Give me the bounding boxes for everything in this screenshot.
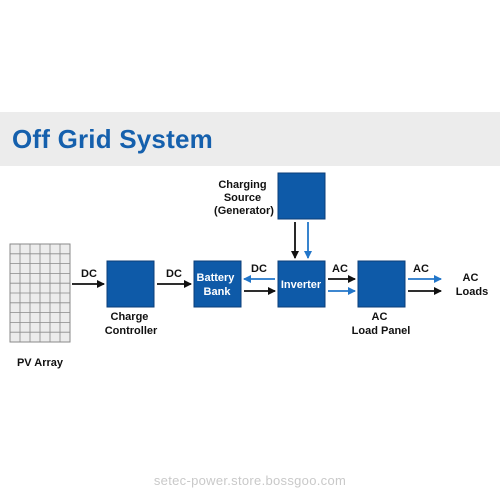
charging-source-label: Charging Source (Generator) xyxy=(214,179,274,217)
edge-label-pv-dc: DC xyxy=(81,268,97,280)
charging-source-box xyxy=(277,172,326,220)
charge-controller-box xyxy=(106,260,155,308)
charge-controller-label: Charge Controller xyxy=(105,311,158,337)
pv-array-panel xyxy=(9,243,71,343)
battery-bank-label: Battery Bank xyxy=(197,272,238,298)
inverter-box xyxy=(277,260,326,308)
edge-label-inverter-dc: DC xyxy=(251,263,267,275)
title-band xyxy=(0,112,500,166)
ac-load-panel-label: AC Load Panel xyxy=(352,311,411,337)
ac-load-panel-box xyxy=(357,260,406,308)
edge-label-inverter-ac: AC xyxy=(332,263,348,275)
battery-bank-box xyxy=(193,260,242,308)
watermark-text: setec-power.store.bossgoo.com xyxy=(153,473,347,488)
page-title: Off Grid System xyxy=(12,124,213,154)
ac-loads-label: AC Loads xyxy=(456,272,488,298)
inverter-label: Inverter xyxy=(281,279,322,291)
pv-array-label: PV Array xyxy=(17,357,64,369)
edge-label-controller-dc: DC xyxy=(166,268,182,280)
edge-label-panel-ac: AC xyxy=(413,263,429,275)
